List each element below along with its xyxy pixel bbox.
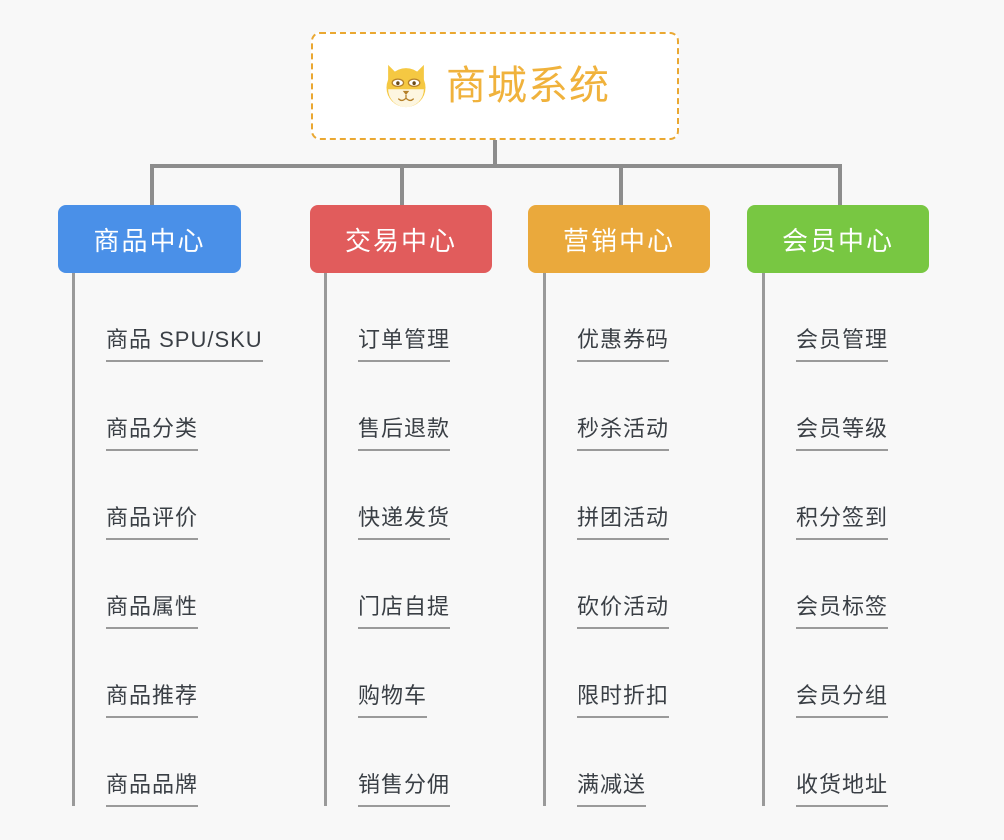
leaf-column-marketing-center: 优惠券码 秒杀活动 拼团活动 砍价活动 限时折扣 满减送 <box>543 273 670 807</box>
leaf-item-label: 门店自提 <box>358 596 451 629</box>
leaf-item-label: 会员等级 <box>796 418 889 451</box>
leaf-item-label: 快递发货 <box>358 507 451 540</box>
connector-drop-4 <box>838 164 842 206</box>
leaf-item-label: 优惠券码 <box>577 329 670 362</box>
leaf-item[interactable]: 商品属性 <box>72 540 263 629</box>
leaf-item[interactable]: 优惠券码 <box>543 273 670 362</box>
root-node-shop-system[interactable]: 商城系统 <box>311 32 679 140</box>
leaf-item[interactable]: 订单管理 <box>324 273 451 362</box>
category-box-marketing-center[interactable]: 营销中心 <box>528 205 710 273</box>
leaf-item-label: 秒杀活动 <box>577 418 670 451</box>
leaf-item-label: 购物车 <box>358 685 428 718</box>
leaf-column-product-center: 商品 SPU/SKU 商品分类 商品评价 商品属性 商品推荐 商品品牌 <box>72 273 263 807</box>
leaf-item[interactable]: 会员等级 <box>762 362 889 451</box>
leaf-item-label: 销售分佣 <box>358 774 451 807</box>
leaf-item[interactable]: 满减送 <box>543 718 669 807</box>
leaf-item-label: 会员标签 <box>796 596 889 629</box>
connector-root-stem <box>493 140 497 166</box>
leaf-item-label: 满减送 <box>577 774 647 807</box>
leaf-item[interactable]: 商品 SPU/SKU <box>72 273 263 362</box>
leaf-item[interactable]: 拼团活动 <box>543 451 670 540</box>
connector-drop-3 <box>619 164 623 206</box>
leaf-trunk-line <box>72 273 75 806</box>
leaf-item-label: 售后退款 <box>358 418 451 451</box>
leaf-item[interactable]: 限时折扣 <box>543 629 670 718</box>
connector-horizontal-bus <box>150 164 842 168</box>
leaf-item[interactable]: 砍价活动 <box>543 540 670 629</box>
category-title: 营销中心 <box>562 225 675 256</box>
leaf-trunk-line <box>543 273 546 806</box>
leaf-item[interactable]: 快递发货 <box>324 451 451 540</box>
leaf-item[interactable]: 商品品牌 <box>72 718 263 807</box>
leaf-item-label: 商品评价 <box>106 507 199 540</box>
leaf-item[interactable]: 会员标签 <box>762 540 889 629</box>
leaf-column-member-center: 会员管理 会员等级 积分签到 会员标签 会员分组 收货地址 <box>762 273 889 807</box>
leaf-item-label: 收货地址 <box>796 774 889 807</box>
category-title: 交易中心 <box>344 225 457 256</box>
leaf-trunk-line <box>762 273 765 806</box>
leaf-trunk-line <box>324 273 327 806</box>
category-title: 商品中心 <box>93 225 206 256</box>
leaf-item[interactable]: 积分签到 <box>762 451 889 540</box>
leaf-item[interactable]: 商品分类 <box>72 362 263 451</box>
category-box-member-center[interactable]: 会员中心 <box>747 205 929 273</box>
leaf-item-label: 砍价活动 <box>577 596 670 629</box>
leaf-item-label: 商品 SPU/SKU <box>106 329 263 362</box>
leaf-item-label: 积分签到 <box>796 507 889 540</box>
leaf-item[interactable]: 会员管理 <box>762 273 889 362</box>
leaf-item[interactable]: 商品推荐 <box>72 629 263 718</box>
leaf-item[interactable]: 会员分组 <box>762 629 889 718</box>
connector-drop-1 <box>150 164 154 206</box>
category-box-trade-center[interactable]: 交易中心 <box>310 205 492 273</box>
root-node-title: 商城系统 <box>446 64 610 108</box>
leaf-item-label: 商品分类 <box>106 418 199 451</box>
leaf-item-label: 订单管理 <box>358 329 451 362</box>
leaf-item-label: 商品推荐 <box>106 685 199 718</box>
leaf-column-trade-center: 订单管理 售后退款 快递发货 门店自提 购物车 销售分佣 <box>324 273 451 807</box>
leaf-item[interactable]: 收货地址 <box>762 718 889 807</box>
leaf-item[interactable]: 商品评价 <box>72 451 263 540</box>
leaf-item-label: 商品属性 <box>106 596 199 629</box>
leaf-item-label: 拼团活动 <box>577 507 670 540</box>
leaf-item[interactable]: 门店自提 <box>324 540 451 629</box>
connector-drop-2 <box>400 164 404 206</box>
leaf-item-label: 限时折扣 <box>577 685 670 718</box>
leaf-item[interactable]: 销售分佣 <box>324 718 451 807</box>
leaf-item-label: 会员分组 <box>796 685 889 718</box>
leaf-item-label: 会员管理 <box>796 329 889 362</box>
leaf-item[interactable]: 购物车 <box>324 629 450 718</box>
leaf-item[interactable]: 售后退款 <box>324 362 451 451</box>
category-title: 会员中心 <box>781 225 894 256</box>
category-box-product-center[interactable]: 商品中心 <box>58 205 241 273</box>
leaf-item-label: 商品品牌 <box>106 774 199 807</box>
leaf-item[interactable]: 秒杀活动 <box>543 362 670 451</box>
dog-face-icon <box>386 64 426 110</box>
